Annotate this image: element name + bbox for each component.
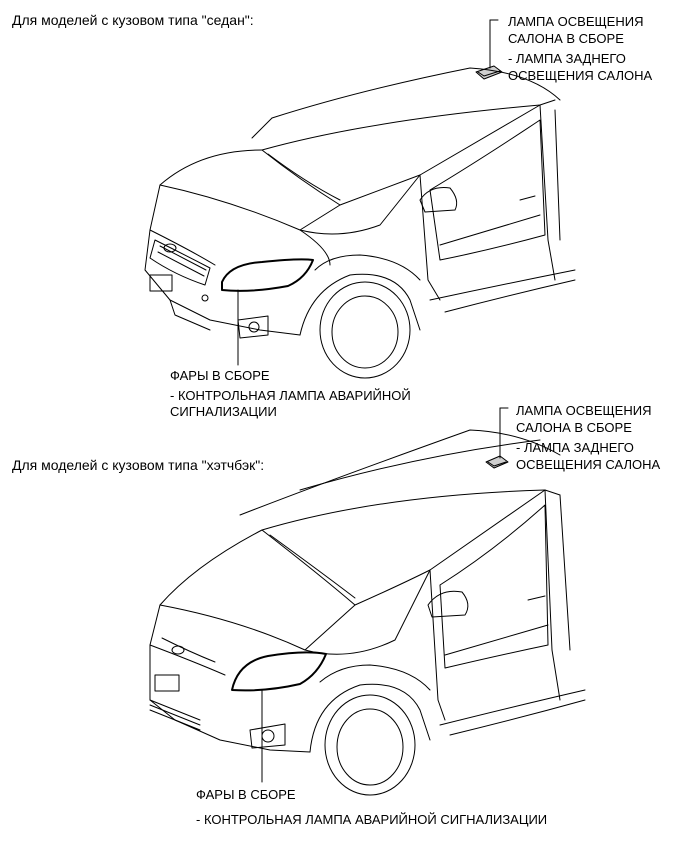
hatchback-room-lamp-sublabel-2: ОСВЕЩЕНИЯ САЛОНА <box>516 457 661 472</box>
sedan-hazard-label: - КОНТРОЛЬНАЯ ЛАМПА АВАРИЙНОЙ <box>170 388 411 403</box>
hatchback-hazard-label: - КОНТРОЛЬНАЯ ЛАМПА АВАРИЙНОЙ СИГНАЛИЗАЦ… <box>196 812 548 827</box>
sedan-room-lamp-label: ЛАМПА ОСВЕЩЕНИЯ <box>508 14 644 29</box>
sedan-room-lamp-sublabel-2: ОСВЕЩЕНИЯ САЛОНА <box>508 68 653 83</box>
hatchback-headlamp-outline <box>231 651 327 692</box>
hatchback-car-illustration <box>149 407 586 796</box>
sedan-headlamp-outline <box>221 258 314 292</box>
sedan-heading: Для моделей с кузовом типа "седан": <box>12 12 254 28</box>
sedan-headlamp-label: ФАРЫ В СБОРЕ <box>170 368 270 383</box>
sedan-hazard-label-2: СИГНАЛИЗАЦИИ <box>170 404 277 419</box>
hatchback-room-lamp-sublabel: - ЛАМПА ЗАДНЕГО <box>516 440 634 455</box>
hatchback-headlamp-label: ФАРЫ В СБОРЕ <box>196 787 296 802</box>
hatchback-heading: Для моделей с кузовом типа "хэтчбэк": <box>12 457 265 473</box>
sedan-room-lamp-label-2: САЛОНА В СБОРЕ <box>508 31 624 46</box>
sedan-car-illustration <box>144 19 576 379</box>
hatchback-room-lamp-label: ЛАМПА ОСВЕЩЕНИЯ <box>516 403 652 418</box>
hatchback-room-lamp-label-2: САЛОНА В СБОРЕ <box>516 420 632 435</box>
sedan-room-lamp-sublabel: - ЛАМПА ЗАДНЕГО <box>508 51 626 66</box>
hatchback-room-lamp-icon <box>485 407 509 469</box>
